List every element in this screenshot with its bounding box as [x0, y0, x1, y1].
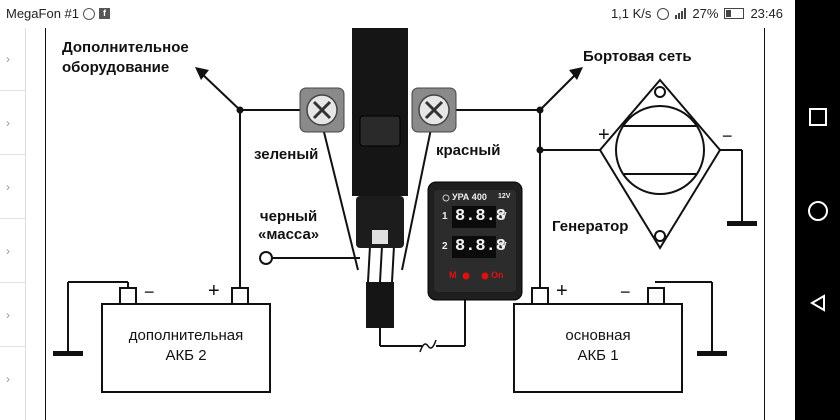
black-ground-label: черный «масса»: [258, 208, 320, 243]
signal-icon: [675, 8, 687, 19]
main-battery-label: основная АКБ 1: [565, 327, 631, 364]
home-button[interactable]: [795, 186, 840, 236]
alarm-icon: [657, 7, 670, 20]
row2-unit: V: [500, 241, 507, 252]
generator-label: Генератор: [552, 218, 629, 235]
plus-sign: +: [598, 124, 610, 146]
device-model: УРА 400: [452, 192, 487, 202]
led-on-label: On: [491, 270, 504, 280]
network-speed: 1,1 K/s: [610, 6, 652, 21]
green-wire-label: зеленый: [254, 146, 319, 163]
chevron-icon: ›: [6, 180, 10, 194]
red-wire-label: красный: [436, 142, 501, 159]
chevron-icon: ›: [6, 372, 10, 386]
side-list: › › › › › ›: [0, 28, 26, 420]
facebook-icon: f: [99, 8, 110, 19]
row1-index: 1: [442, 211, 448, 222]
row2-index: 2: [442, 241, 448, 252]
minus-sign: −: [144, 282, 155, 302]
chevron-icon: ›: [6, 244, 10, 258]
chevron-icon: ›: [6, 308, 10, 322]
clock: 23:46: [750, 6, 783, 21]
whatsapp-icon: [83, 7, 95, 20]
plus-sign: +: [208, 280, 220, 302]
minus-sign: −: [722, 126, 733, 146]
row1-display: 8.8.8: [455, 207, 507, 226]
device-voltage: 12V: [498, 193, 511, 200]
battery-icon: [724, 8, 745, 19]
chevron-icon: ›: [6, 52, 10, 66]
recent-apps-button[interactable]: [795, 92, 840, 142]
circle-icon: [807, 201, 828, 221]
plus-sign: +: [556, 280, 568, 302]
square-icon: [808, 108, 827, 126]
minus-sign: −: [620, 282, 631, 302]
status-bar: MegaFon #1 f 1,1 K/s 27% 23:46: [0, 0, 795, 28]
carrier-label: MegaFon #1: [6, 6, 79, 21]
chevron-icon: ›: [6, 116, 10, 130]
triangle-back-icon: [809, 294, 825, 312]
navigation-bar: [795, 0, 840, 420]
aux-battery-label: дополнительная АКБ 2: [128, 327, 244, 364]
battery-percent: 27%: [692, 6, 719, 21]
row1-unit: V: [500, 211, 507, 222]
wiring-diagram: [53, 28, 757, 393]
extra-equipment-label: Дополнительное оборудование: [62, 39, 189, 76]
led-m-label: M: [449, 270, 457, 280]
back-button[interactable]: [795, 278, 840, 328]
row2-display: 8.8.8: [455, 237, 507, 256]
onboard-network-label: Бортовая сеть: [583, 48, 692, 65]
